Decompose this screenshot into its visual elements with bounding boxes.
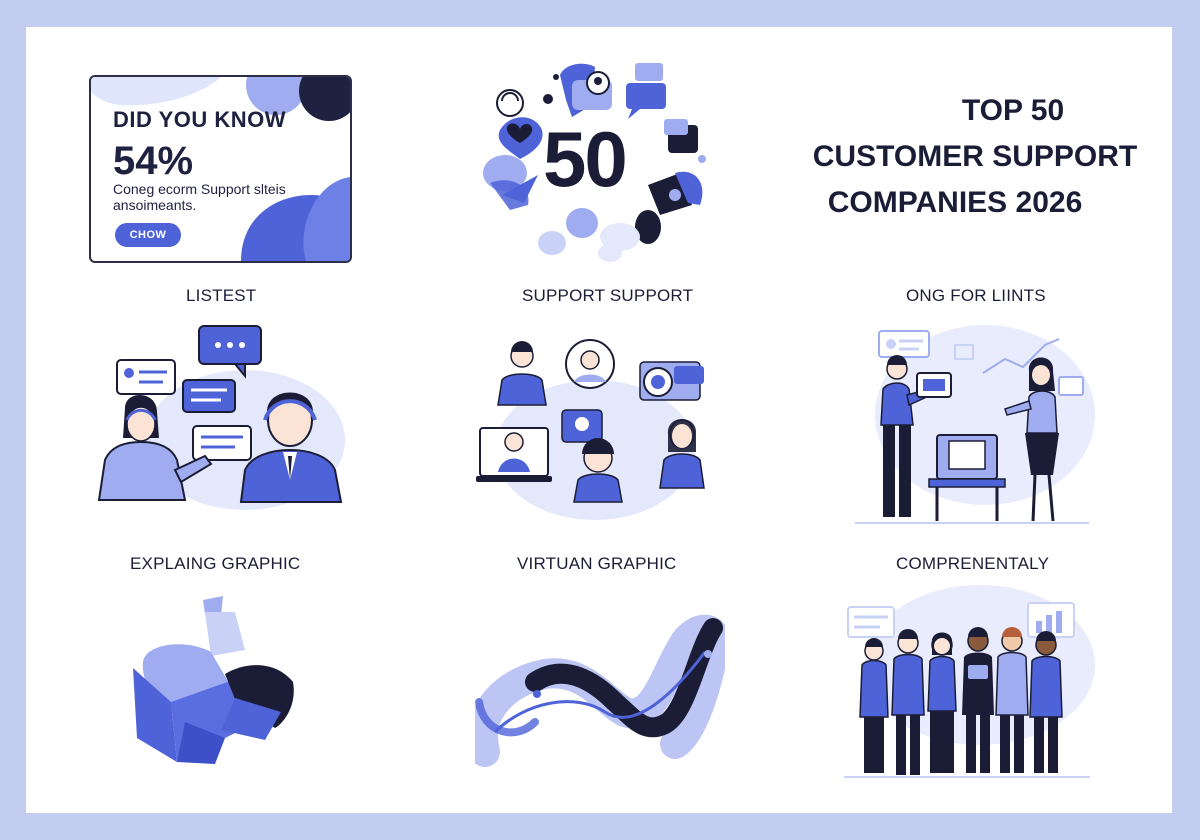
headline-line2: CUSTOMER SUPPORT	[812, 140, 1138, 173]
team-member-3	[927, 632, 957, 773]
team-illustration	[844, 585, 1095, 778]
section-label-listest: LISTEST	[186, 286, 257, 305]
hero-icon-cluster	[483, 63, 706, 262]
did-you-know-title: DID YOU KNOW	[113, 107, 287, 132]
did-you-know-stat: 54%	[113, 139, 194, 183]
presentation-illustration	[855, 325, 1095, 524]
agents-chat-illustration	[97, 325, 345, 510]
team-member-2	[891, 629, 925, 775]
hero-number: 50	[543, 115, 628, 203]
section-label-ong-for-liints: ONG FOR LIINTS	[906, 286, 1046, 305]
team-member-6	[1029, 631, 1063, 773]
virtual-graphic-wave	[475, 614, 725, 767]
chow-button[interactable]: CHOW	[115, 223, 181, 247]
team-member-4	[962, 627, 994, 773]
support-team-illustration	[476, 339, 705, 520]
card-blobs	[91, 77, 350, 261]
did-you-know-text-line1: Coneg ecorm Support slteis	[113, 181, 286, 197]
headline-line1: TOP 50	[961, 94, 1065, 127]
agent-avatar-1	[497, 341, 547, 406]
page-headline: TOP 50 CUSTOMER SUPPORT COMPANIES 2026	[790, 88, 1160, 226]
headline-line3: COMPANIES 2026	[827, 186, 1083, 219]
section-label-explaing-graphic: EXPLAING GRAPHIC	[130, 554, 301, 573]
section-label-support: SUPPORT SUPPORT	[522, 286, 694, 305]
team-member-5	[995, 627, 1029, 773]
did-you-know-card: DID YOU KNOW 54% Coneg ecorm Support slt…	[89, 75, 352, 263]
did-you-know-text: Coneg ecorm Support slteis ansoimeants.	[113, 181, 313, 213]
did-you-know-text-line2: ansoimeants.	[113, 197, 197, 213]
section-label-comprenentaly: COMPRENENTALY	[896, 554, 1050, 573]
explaining-graphic-shape	[133, 596, 294, 764]
section-label-virtuan-graphic: VIRTUAN GRAPHIC	[517, 554, 677, 573]
team-member-1	[859, 638, 889, 773]
